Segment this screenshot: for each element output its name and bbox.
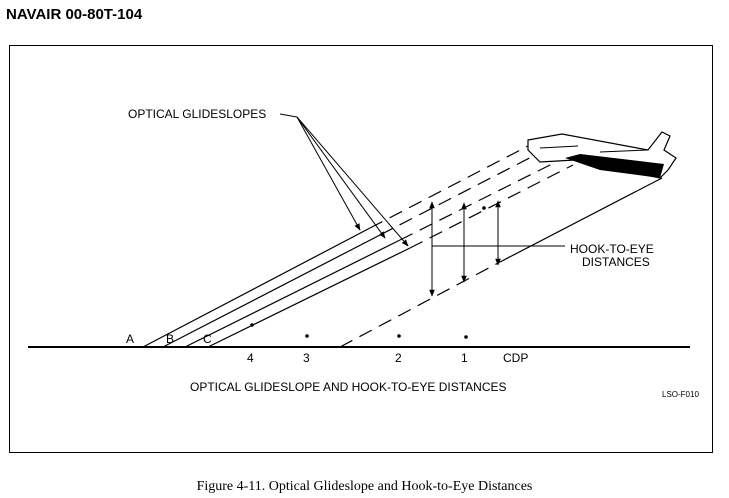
glideslope-a-dash <box>369 144 531 229</box>
marker-dot-1 <box>464 335 468 339</box>
document-id: NAVAIR 00-80T-104 <box>6 6 143 23</box>
marker-dot-4 <box>250 323 254 327</box>
figure-caption: Figure 4-11. Optical Glideslope and Hook… <box>196 479 533 494</box>
label-b: B <box>166 332 174 346</box>
hook-to-eye-arrows <box>429 200 565 297</box>
glideslope-b-dash <box>379 149 546 236</box>
label-1: 1 <box>461 351 468 365</box>
label-hook-to-eye-1: HOOK-TO-EYE <box>570 242 654 256</box>
glideslope-a <box>142 227 371 348</box>
glideslope-d <box>207 247 411 348</box>
hook-path <box>499 177 663 263</box>
label-a: A <box>126 332 134 346</box>
marker-dot-3 <box>305 334 309 338</box>
label-cdp: CDP <box>503 351 528 365</box>
glideslope-callout-lines <box>279 113 409 247</box>
figure-inner-title: OPTICAL GLIDESLOPE AND HOOK-TO-EYE DISTA… <box>190 380 507 394</box>
marker-dot-2 <box>397 334 401 338</box>
label-3: 3 <box>303 351 310 365</box>
glideslope-lines <box>142 144 663 348</box>
figure-frame <box>9 45 713 453</box>
label-2: 2 <box>395 351 402 365</box>
glideslope-d-dash <box>409 164 574 249</box>
hook-path-dash <box>339 261 501 348</box>
deck-markers <box>250 206 486 339</box>
glideslope-c-dash <box>399 159 561 241</box>
label-optical-glideslopes: OPTICAL GLIDESLOPES <box>128 107 266 121</box>
glideslope-c <box>184 239 401 348</box>
aircraft-icon <box>527 131 677 179</box>
marker-dot-air <box>482 206 486 210</box>
label-hook-to-eye-2: DISTANCES <box>582 255 650 269</box>
glideslope-b <box>162 234 381 348</box>
figure-code: LSO-F010 <box>662 390 699 399</box>
label-4: 4 <box>247 351 254 365</box>
label-c: C <box>203 332 212 346</box>
